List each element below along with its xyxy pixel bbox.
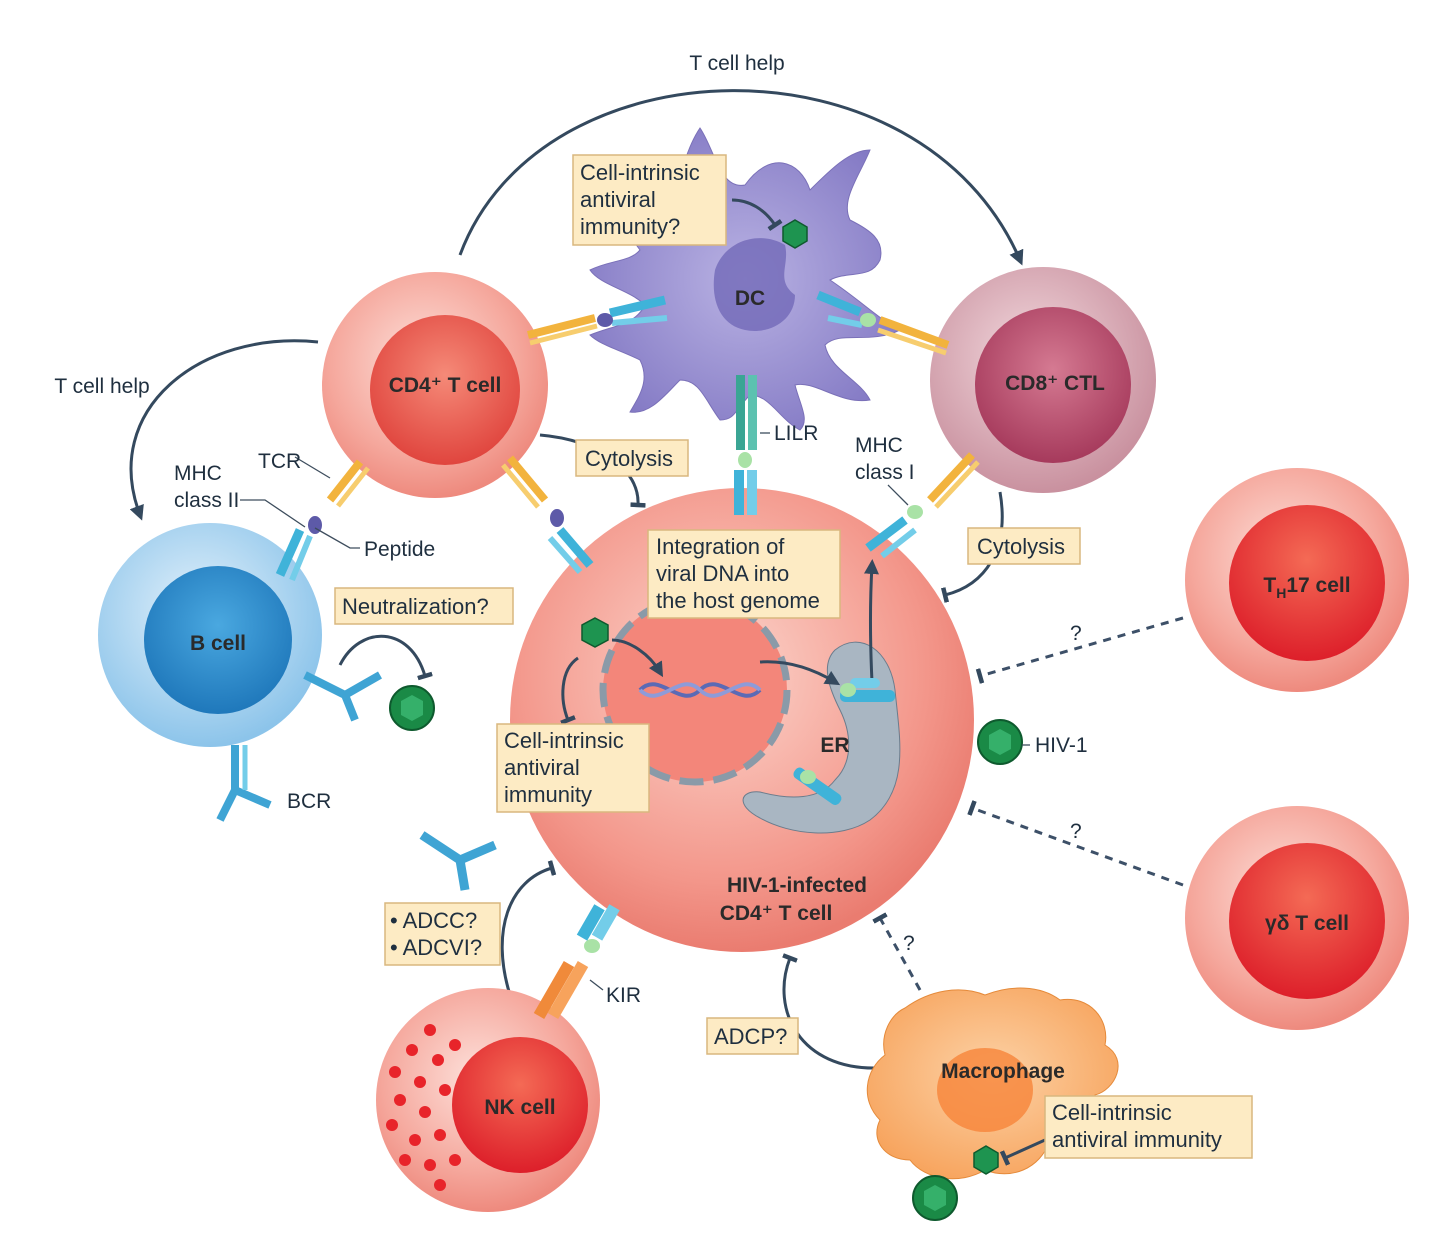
tcr-mhc1-infected <box>865 452 980 559</box>
gd-question: ? <box>1070 820 1082 843</box>
tcr-mhc1-dc <box>816 290 950 356</box>
er-label: ER <box>820 734 849 757</box>
kir-receptor <box>533 904 620 1019</box>
infected-cell-label-line1: HIV-1-infected <box>727 874 867 897</box>
cd8-ctl-label: CD8⁺ CTL <box>1005 372 1105 395</box>
dc-virus-icon <box>782 219 808 249</box>
cd4-t-cell-label: CD4⁺ T cell <box>389 374 502 397</box>
lilr-receptor <box>734 375 757 515</box>
svg-text:Cytolysis: Cytolysis <box>585 446 673 471</box>
adcc-inhibition <box>500 860 557 996</box>
tcr-label: TCR <box>258 450 301 473</box>
cytolysis-left-box: Cytolysis <box>575 439 689 477</box>
dendritic-cell: DC <box>589 127 902 431</box>
gd-t-cell-label: γδ T cell <box>1265 912 1349 935</box>
macrophage-question: ? <box>903 932 915 955</box>
macrophage-label: Macrophage <box>941 1060 1065 1083</box>
svg-text:Neutralization?: Neutralization? <box>342 594 489 619</box>
infected-virus-icon <box>581 617 609 648</box>
integration-box: Integration of viral DNA into the host g… <box>647 529 841 619</box>
bcr-antibody <box>216 745 272 822</box>
macrophage-virus-icon <box>973 1145 999 1175</box>
mhc2-label-line1: MHC <box>174 462 222 485</box>
nk-cell: NK cell <box>376 988 600 1212</box>
svg-text:Cell-intrinsic: Cell-intrinsic <box>580 160 700 185</box>
th17-cell: TH17 cell <box>1185 468 1409 692</box>
hiv1-label: HIV-1 <box>1035 734 1088 757</box>
tcr-mhc2-bcell <box>275 459 370 582</box>
cytolysis-right-box: Cytolysis <box>967 527 1081 565</box>
svg-text:viral DNA into: viral DNA into <box>656 561 789 586</box>
infected-cell-label-line2: CD4⁺ T cell <box>720 902 833 925</box>
gamma-delta-t-cell: γδ T cell <box>1185 806 1409 1030</box>
infected-intrinsic-immunity-box: Cell-intrinsic antiviral immunity <box>496 723 650 813</box>
adcc-box: • ADCC? • ADCVI? <box>384 902 501 966</box>
bcr-label: BCR <box>287 790 331 813</box>
hiv-virion-bcell <box>389 685 435 731</box>
er-organelle <box>742 641 901 834</box>
svg-text:ADCP?: ADCP? <box>714 1024 787 1049</box>
lilr-label: LILR <box>774 422 818 445</box>
svg-text:antiviral: antiviral <box>504 755 580 780</box>
svg-text:antiviral immunity: antiviral immunity <box>1052 1127 1222 1152</box>
cd4-t-cell: CD4⁺ T cell <box>322 272 548 498</box>
neutralization-inhibition <box>338 634 433 681</box>
svg-text:Integration of: Integration of <box>656 534 785 559</box>
nk-cell-label: NK cell <box>484 1096 555 1119</box>
hiv-virion-free <box>977 719 1023 765</box>
gd-dashed <box>967 800 1184 887</box>
th17-question: ? <box>1070 622 1082 645</box>
dc-label: DC <box>735 287 765 310</box>
tcr-mhc2-infected <box>501 455 594 574</box>
svg-text:immunity?: immunity? <box>580 214 680 239</box>
svg-text:Cytolysis: Cytolysis <box>977 534 1065 559</box>
adcc-antibody-icon <box>419 831 497 891</box>
hiv-infected-cd4-t-cell: ER HIV-1-infected CD4⁺ T cell <box>510 488 974 952</box>
svg-text:Cell-intrinsic: Cell-intrinsic <box>504 728 624 753</box>
neutralization-box: Neutralization? <box>334 587 514 625</box>
nk-granules <box>386 1024 461 1191</box>
mhc1-label-line2: class I <box>855 461 915 484</box>
mhc1-label-line1: MHC <box>855 434 903 457</box>
hiv-virion-macrophage <box>912 1175 958 1221</box>
t-cell-help-left-arrow <box>129 339 319 521</box>
th17-dashed <box>975 616 1184 684</box>
macrophage-intrinsic-immunity-box: Cell-intrinsic antiviral immunity <box>1044 1095 1253 1159</box>
svg-text:Cell-intrinsic: Cell-intrinsic <box>1052 1100 1172 1125</box>
svg-text:• ADCC?: • ADCC? <box>390 908 477 933</box>
svg-text:• ADCVI?: • ADCVI? <box>390 935 482 960</box>
cd8-ctl: CD8⁺ CTL <box>930 267 1156 493</box>
dc-intrinsic-immunity-box: Cell-intrinsic antiviral immunity? <box>572 154 727 246</box>
b-cell-label: B cell <box>190 632 246 655</box>
svg-text:immunity: immunity <box>504 782 592 807</box>
svg-text:the host genome: the host genome <box>656 588 820 613</box>
th17-cell-label: TH17 cell <box>1263 574 1350 601</box>
er-mhc1-molecules <box>793 678 895 806</box>
t-cell-help-left-label: T cell help <box>54 375 149 398</box>
neutralizing-antibody <box>303 671 382 722</box>
tcr-mhc2-dc <box>527 295 668 346</box>
svg-text:antiviral: antiviral <box>580 187 656 212</box>
b-cell: B cell <box>98 523 322 747</box>
t-cell-help-top-arrow <box>458 89 1024 266</box>
adcp-box: ADCP? <box>706 1017 799 1055</box>
peptide-label: Peptide <box>364 538 435 561</box>
mhc2-label-line2: class II <box>174 489 239 512</box>
kir-label: KIR <box>606 984 641 1007</box>
t-cell-help-top-label: T cell help <box>689 52 784 75</box>
